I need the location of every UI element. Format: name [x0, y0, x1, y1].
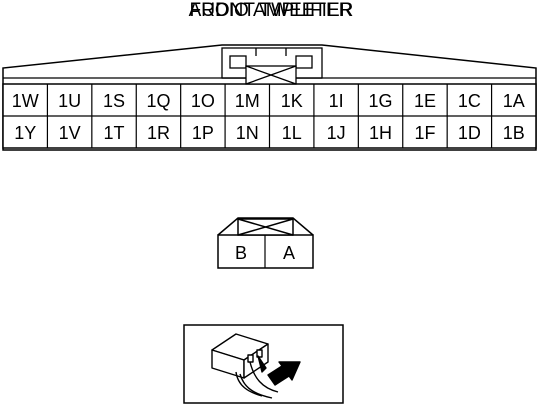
- connector-probe-icon: [211, 333, 301, 399]
- amplifier-pin-1u: 1U: [58, 91, 81, 111]
- amplifier-pin-1d: 1D: [458, 123, 481, 143]
- amplifier-pin-1e: 1E: [414, 91, 436, 111]
- amplifier-pin-1l: 1L: [282, 123, 302, 143]
- amplifier-pin-1v: 1V: [59, 123, 81, 143]
- amplifier-pin-1j: 1J: [327, 123, 346, 143]
- amplifier-pin-1k: 1K: [281, 91, 303, 111]
- amplifier-pin-1o: 1O: [191, 91, 215, 111]
- amplifier-pin-1g: 1G: [369, 91, 393, 111]
- amplifier-pin-separators: [46, 84, 493, 148]
- amplifier-pin-1q: 1Q: [146, 91, 170, 111]
- amplifier-pin-1h: 1H: [369, 123, 392, 143]
- tweeter-pin-b: B: [235, 243, 247, 263]
- amplifier-pin-1i: 1I: [329, 91, 344, 111]
- amplifier-pin-labels: 1W 1U 1S 1Q 1O 1M 1K 1I 1G 1E 1C 1A 1Y 1V 1T 1R 1P 1N 1L 1J…: [12, 91, 525, 143]
- amplifier-pin-1n: 1N: [236, 123, 259, 143]
- amplifier-pin-1t: 1T: [104, 123, 125, 143]
- amplifier-pin-1b: 1B: [503, 123, 525, 143]
- amplifier-pin-1c: 1C: [458, 91, 481, 111]
- amplifier-pin-1m: 1M: [235, 91, 260, 111]
- audio-amplifier-title: AUDIO AMPLIFIER: [188, 0, 354, 21]
- amplifier-pin-1a: 1A: [503, 91, 525, 111]
- amplifier-pin-1f: 1F: [414, 123, 435, 143]
- amplifier-pin-1r: 1R: [147, 123, 170, 143]
- amplifier-pin-1s: 1S: [103, 91, 125, 111]
- amplifier-pin-1p: 1P: [192, 123, 214, 143]
- amplifier-lock-tab: [221, 47, 323, 85]
- tweeter-pin-a: A: [283, 243, 295, 263]
- amplifier-pin-1y: 1Y: [14, 123, 36, 143]
- amplifier-pin-1w: 1W: [12, 91, 39, 111]
- front-tweeter-title: FRONT TWEETER: [189, 0, 353, 21]
- tweeter-connector: [217, 217, 314, 269]
